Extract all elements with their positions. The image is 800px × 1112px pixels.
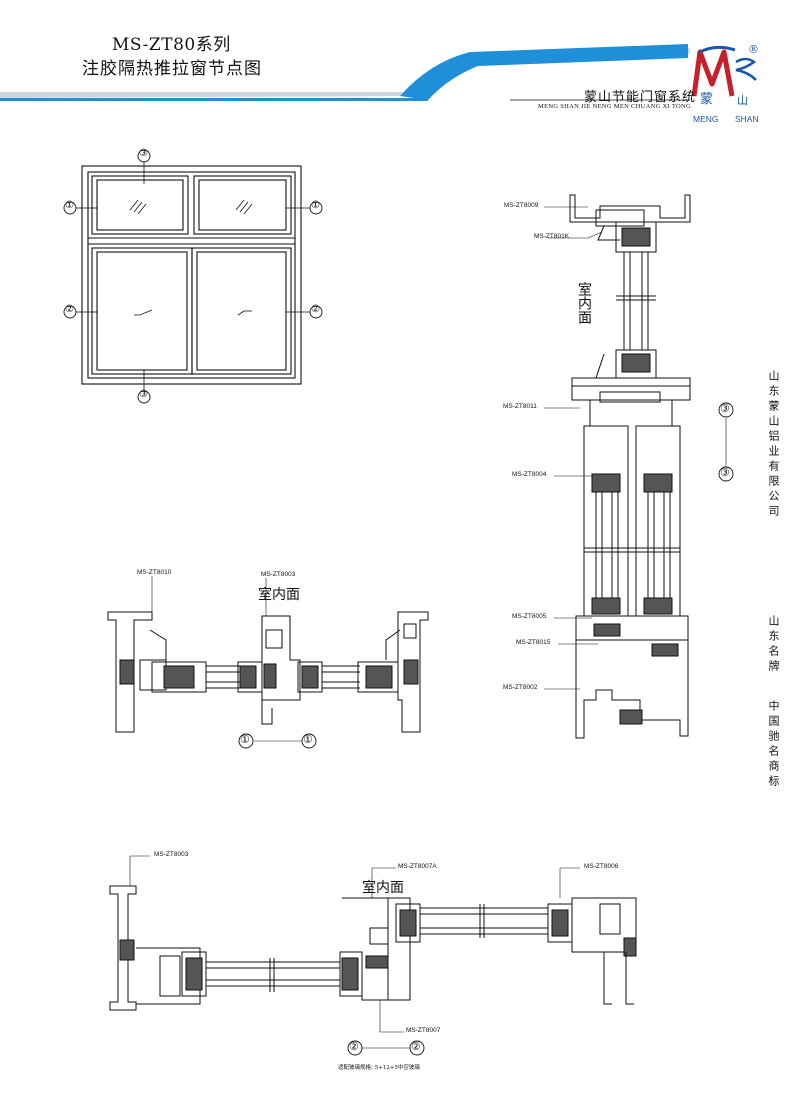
label-ms-zt8015: MS-ZT8015	[516, 639, 551, 646]
label-ms-zt8005: MS-ZT8005	[512, 613, 547, 620]
title-series: MS-ZT80系列	[112, 35, 231, 55]
brand-name-en: MENG SHAN JIE NENG MEN CHUANG XI TONG	[538, 103, 691, 110]
logo-char-shan: 山	[737, 94, 748, 107]
elev-marker-bottom: ③	[139, 389, 148, 400]
sidebar-company: 山东蒙山铝业有限公司	[767, 370, 780, 520]
registered-mark: ®	[748, 43, 759, 56]
label-ms-zt8011: MS-ZT8011	[503, 403, 537, 410]
header-band	[0, 44, 690, 101]
glass-spec-note: 适配玻璃规格: 5+12+5中空玻璃	[338, 1065, 420, 1071]
sec2-marker-a: ②	[349, 1040, 359, 1053]
brand-name-cn: 蒙山节能门窗系统	[584, 90, 697, 105]
label-ms-zt8007a: MS-ZT8007A	[398, 863, 437, 870]
horizontal-section-1-1	[107, 576, 429, 749]
elev-marker-right-lower: ②	[311, 304, 320, 315]
label-ms-zt8006: MS-ZT8006	[584, 863, 619, 870]
label-ms-zt8002: MS-ZT8002	[503, 684, 538, 691]
mengshan-logo	[691, 45, 757, 97]
elev-marker-right-upper: ①	[311, 200, 320, 211]
room-label-section-1: 室内面	[258, 587, 300, 603]
label-ms-zt8009: MS-ZT8009	[504, 202, 539, 209]
elev-marker-left-lower: ②	[65, 304, 74, 315]
vsec-marker-bottom: ③	[720, 466, 730, 479]
elev-marker-left-upper: ①	[65, 200, 74, 211]
label-ms-zt8003-a: MS-ZT8003	[261, 571, 296, 578]
sec1-marker-a: ①	[240, 733, 250, 746]
sec2-marker-b: ②	[411, 1040, 421, 1053]
logo-text-shan: SHAN	[735, 114, 759, 124]
room-label-vertical: 室内面	[576, 282, 592, 324]
room-label-section-2: 室内面	[362, 880, 404, 896]
title-drawing: 注胶隔热推拉窗节点图	[82, 59, 262, 79]
label-ms-zt8004: MS-ZT8004	[512, 471, 547, 478]
header-swoosh	[400, 44, 688, 100]
vertical-section-3-3	[544, 194, 734, 739]
label-ms-zt8003-b: MS-ZT8003	[154, 851, 189, 858]
window-elevation	[63, 149, 323, 404]
label-ms-zt8007: MS-ZT8007	[406, 1027, 441, 1034]
logo-text-meng: MENG	[693, 114, 719, 124]
vsec-marker-top: ③	[720, 402, 730, 415]
logo-char-meng: 蒙	[700, 92, 714, 107]
sec1-marker-b: ①	[303, 733, 313, 746]
sidebar-brand-a: 山东名牌	[767, 615, 780, 675]
label-ms-zt801k: MS-ZT801K	[534, 233, 570, 240]
sidebar-brand-b: 中国驰名商标	[767, 700, 780, 790]
elev-marker-top: ③	[139, 148, 148, 159]
label-ms-zt8010: MS-ZT8010	[137, 569, 172, 576]
